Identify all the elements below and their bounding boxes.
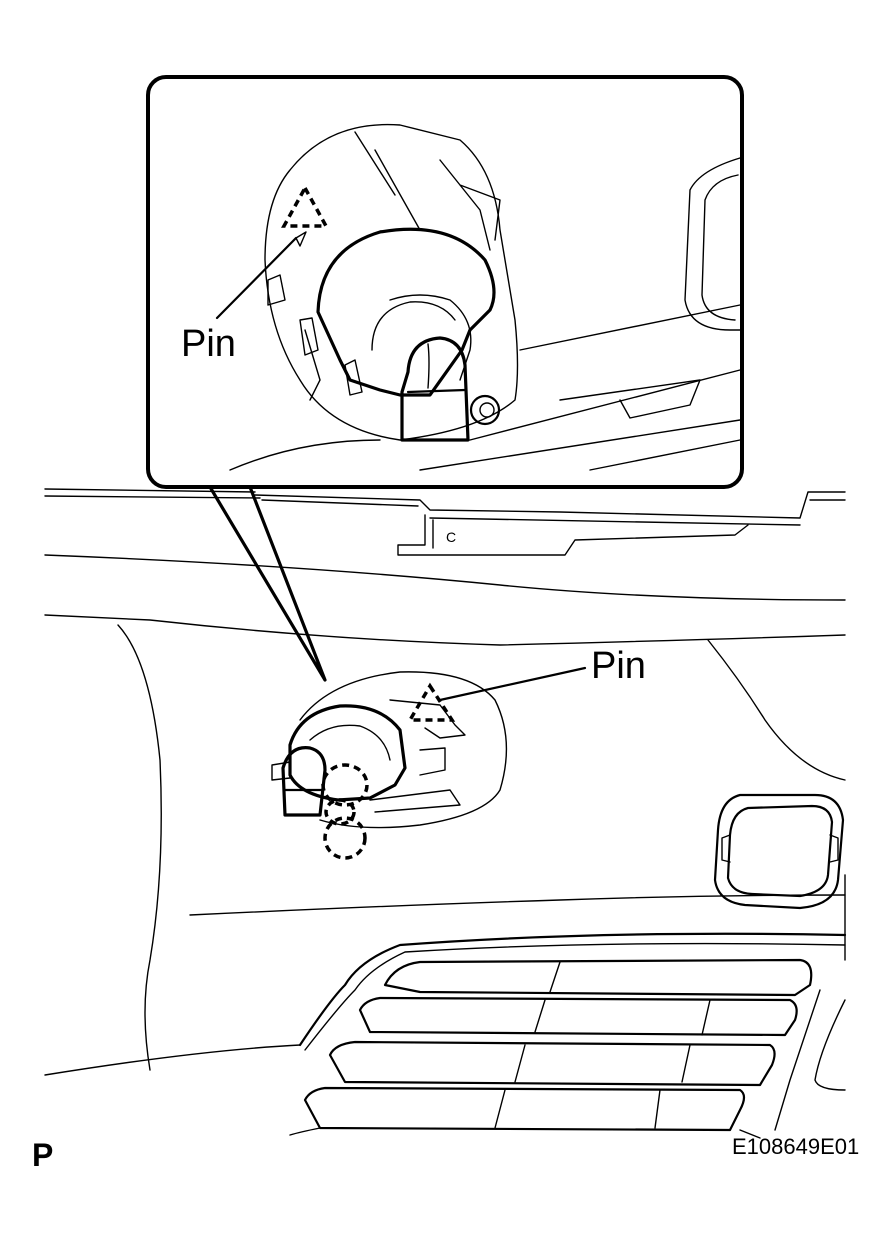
pin-main-label: Pin bbox=[591, 645, 646, 687]
pin-detail-leader bbox=[215, 236, 298, 320]
figure-code: E108649E01 bbox=[732, 1134, 859, 1159]
bracket-letter: C bbox=[446, 529, 456, 545]
detail-callout: Pin bbox=[146, 75, 744, 489]
pin-detail-label: Pin bbox=[181, 323, 236, 365]
bumper-view: C bbox=[44, 488, 847, 1139]
detail-box-frame bbox=[146, 75, 744, 489]
callout-pointer bbox=[208, 485, 327, 682]
page-mark: P bbox=[32, 1137, 53, 1173]
pin-main-leader bbox=[438, 666, 587, 702]
